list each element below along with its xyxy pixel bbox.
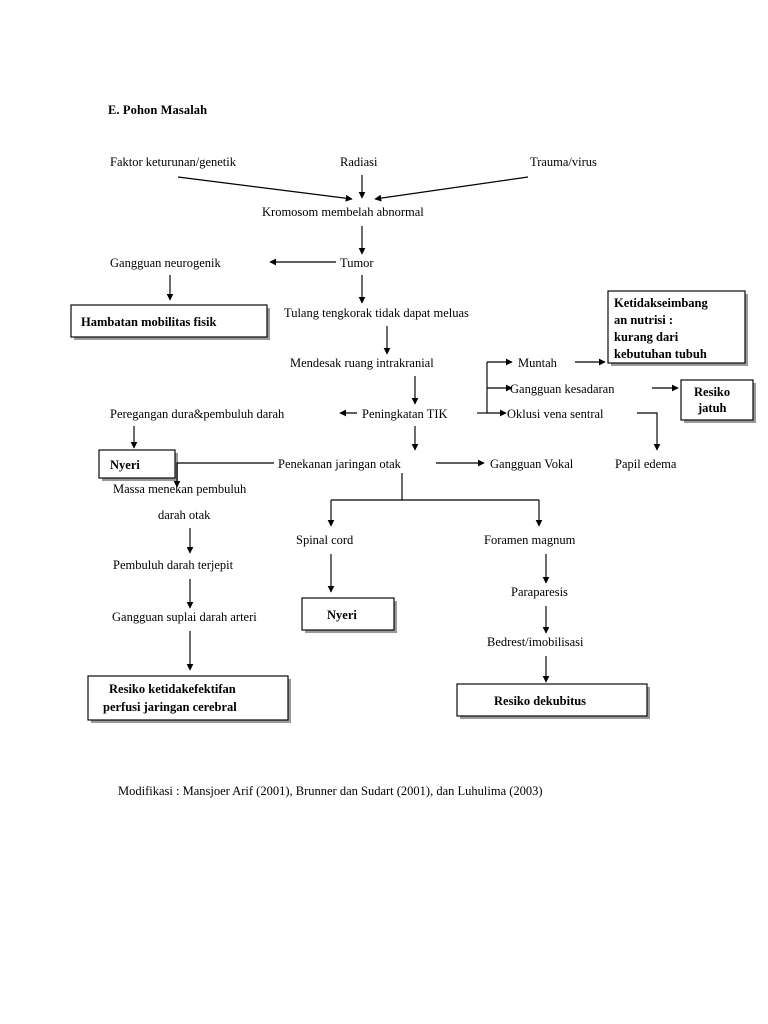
node-mendesak-ruang: Mendesak ruang intrakranial <box>290 356 434 370</box>
node-resiko-perfusi-box <box>87 675 289 721</box>
node-resiko-perfusi-line1: Resiko ketidakefektifan <box>109 682 236 696</box>
node-paraparesis: Paraparesis <box>511 585 568 599</box>
node-gangguan-neurogenik: Gangguan neurogenik <box>110 256 221 270</box>
node-kromosom: Kromosom membelah abnormal <box>262 205 424 219</box>
arrow-oklusi-to-papil-edema <box>637 412 661 451</box>
node-massa-menekan-line2: darah otak <box>158 508 211 522</box>
node-nutrisi-line2: an nutrisi : <box>614 313 673 327</box>
node-ketidakseimbangan-nutrisi-box <box>607 290 746 364</box>
node-pembuluh-terjepit: Pembuluh darah terjepit <box>113 558 234 572</box>
node-resiko-jatuh-line2: jatuh <box>697 401 727 415</box>
node-bedrest: Bedrest/imobilisasi <box>487 635 584 649</box>
node-gangguan-vokal: Gangguan Vokal <box>490 457 574 471</box>
node-nyeri-mid-box <box>301 597 395 631</box>
node-muntah: Muntah <box>518 356 558 370</box>
node-nutrisi-line1: Ketidakseimbang <box>614 296 709 310</box>
node-papil-edema: Papil edema <box>615 457 677 471</box>
node-trauma-virus: Trauma/virus <box>530 155 597 169</box>
node-tumor: Tumor <box>340 256 374 270</box>
node-resiko-perfusi-line2: perfusi jaringan cerebral <box>103 700 237 714</box>
arrow-trauma-to-kromosom <box>374 176 529 202</box>
node-peregangan: Peregangan dura&pembuluh darah <box>110 407 285 421</box>
page-title: E. Pohon Masalah <box>108 103 208 117</box>
node-peningkatan-tik: Peningkatan TIK <box>362 407 448 421</box>
node-nutrisi-line3: kurang dari <box>614 330 679 344</box>
node-tulang-tengkorak: Tulang tengkorak tidak dapat meluas <box>284 306 469 320</box>
node-nyeri-mid: Nyeri <box>327 608 357 622</box>
node-nutrisi-line4: kebutuhan tubuh <box>614 347 707 361</box>
node-massa-menekan-line1: Massa menekan pembuluh <box>113 482 247 496</box>
node-nyeri-left-box <box>98 449 176 479</box>
node-foramen-magnum: Foramen magnum <box>484 533 576 547</box>
source-citation: Modifikasi : Mansjoer Arif (2001), Brunn… <box>118 784 543 798</box>
node-resiko-dekubitus: Resiko dekubitus <box>494 694 586 708</box>
node-nyeri-left: Nyeri <box>110 458 140 472</box>
node-hambatan-mobilitas: Hambatan mobilitas fisik <box>81 315 216 329</box>
node-gangguan-kesadaran: Gangguan kesadaran <box>510 382 615 396</box>
node-gangguan-suplai: Gangguan suplai darah arteri <box>112 610 257 624</box>
node-faktor-keturunan: Faktor keturunan/genetik <box>110 155 237 169</box>
arrow-penekanan-to-massa <box>173 462 274 488</box>
arrow-faktor-to-kromosom <box>177 176 353 202</box>
node-hambatan-mobilitas-box <box>70 304 268 338</box>
node-resiko-dekubitus-box <box>456 683 648 717</box>
node-resiko-jatuh-line1: Resiko <box>694 385 730 399</box>
node-penekanan-jaringan: Penekanan jaringan otak <box>278 457 402 471</box>
node-radiasi: Radiasi <box>340 155 378 169</box>
node-oklusi-vena: Oklusi vena sentral <box>507 407 604 421</box>
node-spinal-cord: Spinal cord <box>296 533 354 547</box>
node-resiko-jatuh-box <box>680 379 754 421</box>
